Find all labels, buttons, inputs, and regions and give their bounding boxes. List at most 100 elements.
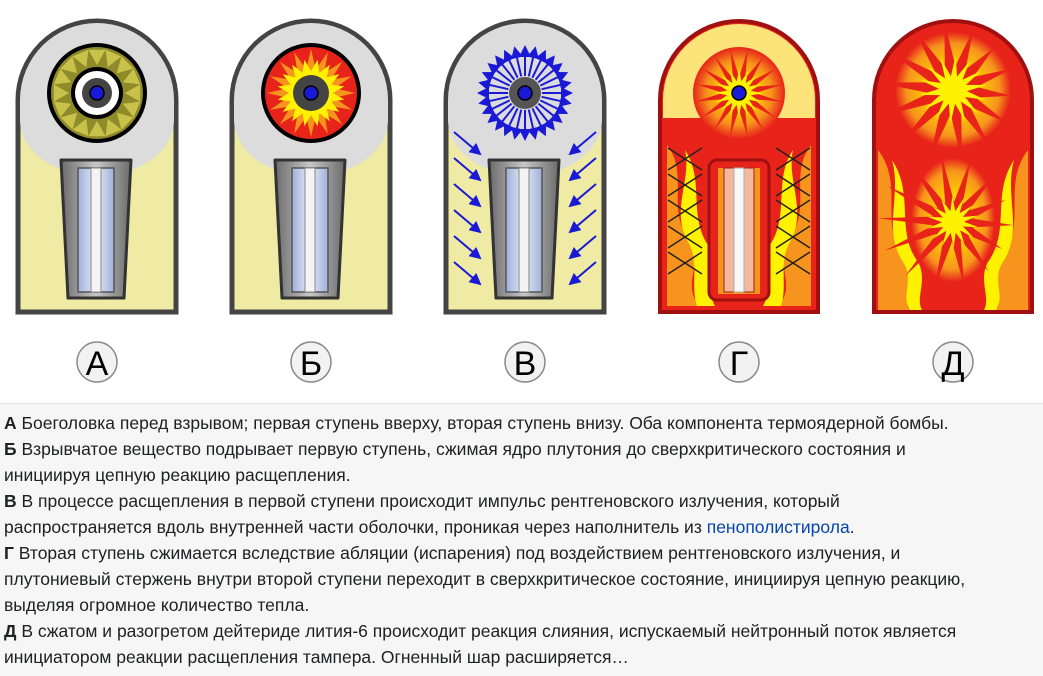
xray-ray <box>531 107 547 137</box>
primary-stage <box>477 45 573 141</box>
caption-letter: Г <box>4 543 14 563</box>
lens-segment <box>122 68 141 85</box>
cross-line <box>775 199 811 223</box>
xray-ray <box>478 95 509 107</box>
secondary-stage <box>487 158 561 300</box>
xray-arrow-right <box>568 157 597 182</box>
stages-diagram: А Б <box>15 18 1034 383</box>
xray-arrows <box>453 131 597 286</box>
lens-segment <box>72 118 89 137</box>
cross-line <box>667 225 703 249</box>
lens-segment <box>116 112 134 130</box>
stage-letter: Б <box>300 345 322 383</box>
lens-segment <box>53 84 69 102</box>
cross-line <box>775 225 811 249</box>
lens-segment <box>53 68 72 85</box>
secondary-stage <box>273 158 347 300</box>
lens-segment <box>116 56 134 74</box>
xray-arrow-right <box>568 261 597 286</box>
caption-g-cont2: выделяя огромное количество тепла. <box>4 595 310 615</box>
lens-segment <box>105 49 122 68</box>
xray-ray <box>511 46 523 77</box>
xray-arrow-left <box>453 235 482 260</box>
xray-arrow-right <box>568 131 597 156</box>
xray-arrow-left <box>453 183 482 208</box>
flame-right <box>778 145 811 306</box>
xray-arrow-left <box>453 157 482 182</box>
flame-left <box>878 150 910 310</box>
flame-right-inner <box>984 160 1014 310</box>
stage-letter: Г <box>730 345 748 383</box>
secondary-stage <box>707 158 771 302</box>
xray-crosshatch <box>667 147 811 275</box>
stage-letter-circle <box>290 341 332 383</box>
caption-g: Г Вторая ступень сжимается вследствие аб… <box>4 543 901 563</box>
flame-right <box>996 150 1028 310</box>
cross-line <box>775 147 811 171</box>
stage-letter-circle <box>76 341 118 383</box>
lens-segment <box>125 84 141 102</box>
xray-ray <box>487 63 513 84</box>
stage-a: А <box>15 18 179 383</box>
polystyrene-link[interactable]: пенополистирола <box>706 517 850 537</box>
flame-left-inner <box>892 160 922 310</box>
xray-arrow-right <box>568 183 597 208</box>
caption-letter: А <box>4 413 17 433</box>
cross-line <box>667 147 703 171</box>
stage-letter-circle <box>504 341 546 383</box>
xray-ray <box>537 63 563 84</box>
stage-letter: Д <box>941 345 964 383</box>
xray-ray <box>534 55 555 81</box>
xray-arrow-right <box>568 235 597 260</box>
xray-ray <box>541 95 572 107</box>
flame-left <box>667 145 700 306</box>
xray-arrow-left <box>453 131 482 156</box>
explosion-star-top <box>875 21 1012 162</box>
xray-ray <box>495 105 516 131</box>
primary-stage <box>261 43 361 143</box>
caption-letter: Д <box>4 621 17 641</box>
lens-segment <box>60 112 78 130</box>
cross-line <box>667 173 703 197</box>
xray-ray <box>478 79 509 91</box>
caption-letter: Б <box>4 439 17 459</box>
lens-segment <box>53 101 72 118</box>
lens-segment <box>105 118 122 137</box>
caption-b-cont: инициируя цепную реакцию расщепления. <box>4 465 351 485</box>
xray-ray <box>495 55 516 81</box>
caption-v-cont: распространяется вдоль внутренней части … <box>4 517 855 537</box>
caption-a: А Боеголовка перед взрывом; первая ступе… <box>4 413 949 433</box>
xray-arrow-right <box>568 209 597 234</box>
explosive-lens <box>53 49 141 137</box>
figure-caption: А Боеголовка перед взрывом; первая ступе… <box>0 403 1043 676</box>
lens-segment <box>122 101 141 118</box>
explosion-star-bottom <box>878 153 1014 289</box>
stage-g: Г <box>658 19 820 383</box>
xray-ray <box>534 105 555 131</box>
caption-d: Д В сжатом и разогретом дейтериде лития-… <box>4 621 957 641</box>
xray-burst <box>477 45 573 141</box>
lens-segment <box>60 56 78 74</box>
xray-ray <box>539 71 569 87</box>
stage-b: Б <box>229 18 393 383</box>
xray-ray <box>527 46 539 77</box>
star-inner <box>919 56 987 124</box>
cross-line <box>775 251 811 275</box>
xray-ray <box>481 99 511 115</box>
xray-ray <box>541 79 572 91</box>
lens-segment <box>88 121 106 137</box>
cross-line <box>667 251 703 275</box>
star-inner <box>927 196 979 248</box>
stage-letter: А <box>86 345 109 383</box>
caption-v: В В процессе расщепления в первой ступен… <box>4 491 840 511</box>
xray-ray <box>537 102 563 123</box>
stage-letter-circle <box>718 341 760 383</box>
stage-v: В <box>443 18 607 383</box>
xray-arrow-left <box>453 209 482 234</box>
stage-letter-circle <box>932 341 974 383</box>
xray-arrow-left <box>453 261 482 286</box>
secondary-stage <box>59 158 133 300</box>
caption-letter: В <box>4 491 17 511</box>
caption-d-cont: инициатором реакции расщепления тампера.… <box>4 647 629 667</box>
stage-d: Д <box>872 19 1034 383</box>
